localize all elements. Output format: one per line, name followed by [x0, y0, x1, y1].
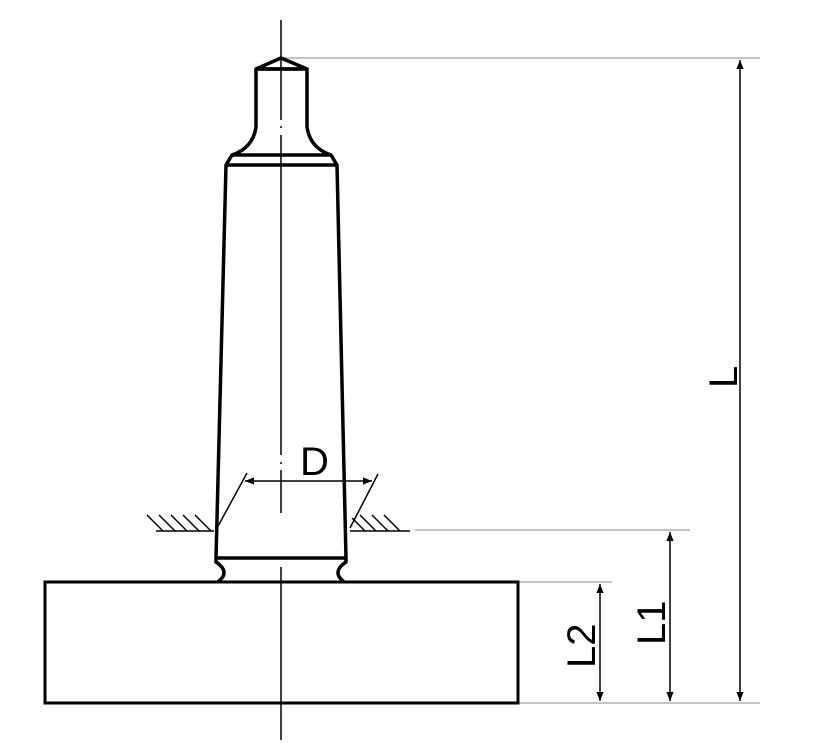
extension-lines — [283, 57, 760, 704]
base-plate — [43, 580, 520, 705]
label-d: D — [300, 440, 329, 484]
pin-outline — [214, 56, 348, 584]
ground-hatching — [146, 514, 410, 532]
dimension-d — [216, 472, 379, 529]
label-l2: L2 — [560, 624, 604, 669]
label-l: L — [702, 366, 746, 388]
label-l1: L1 — [630, 601, 674, 646]
